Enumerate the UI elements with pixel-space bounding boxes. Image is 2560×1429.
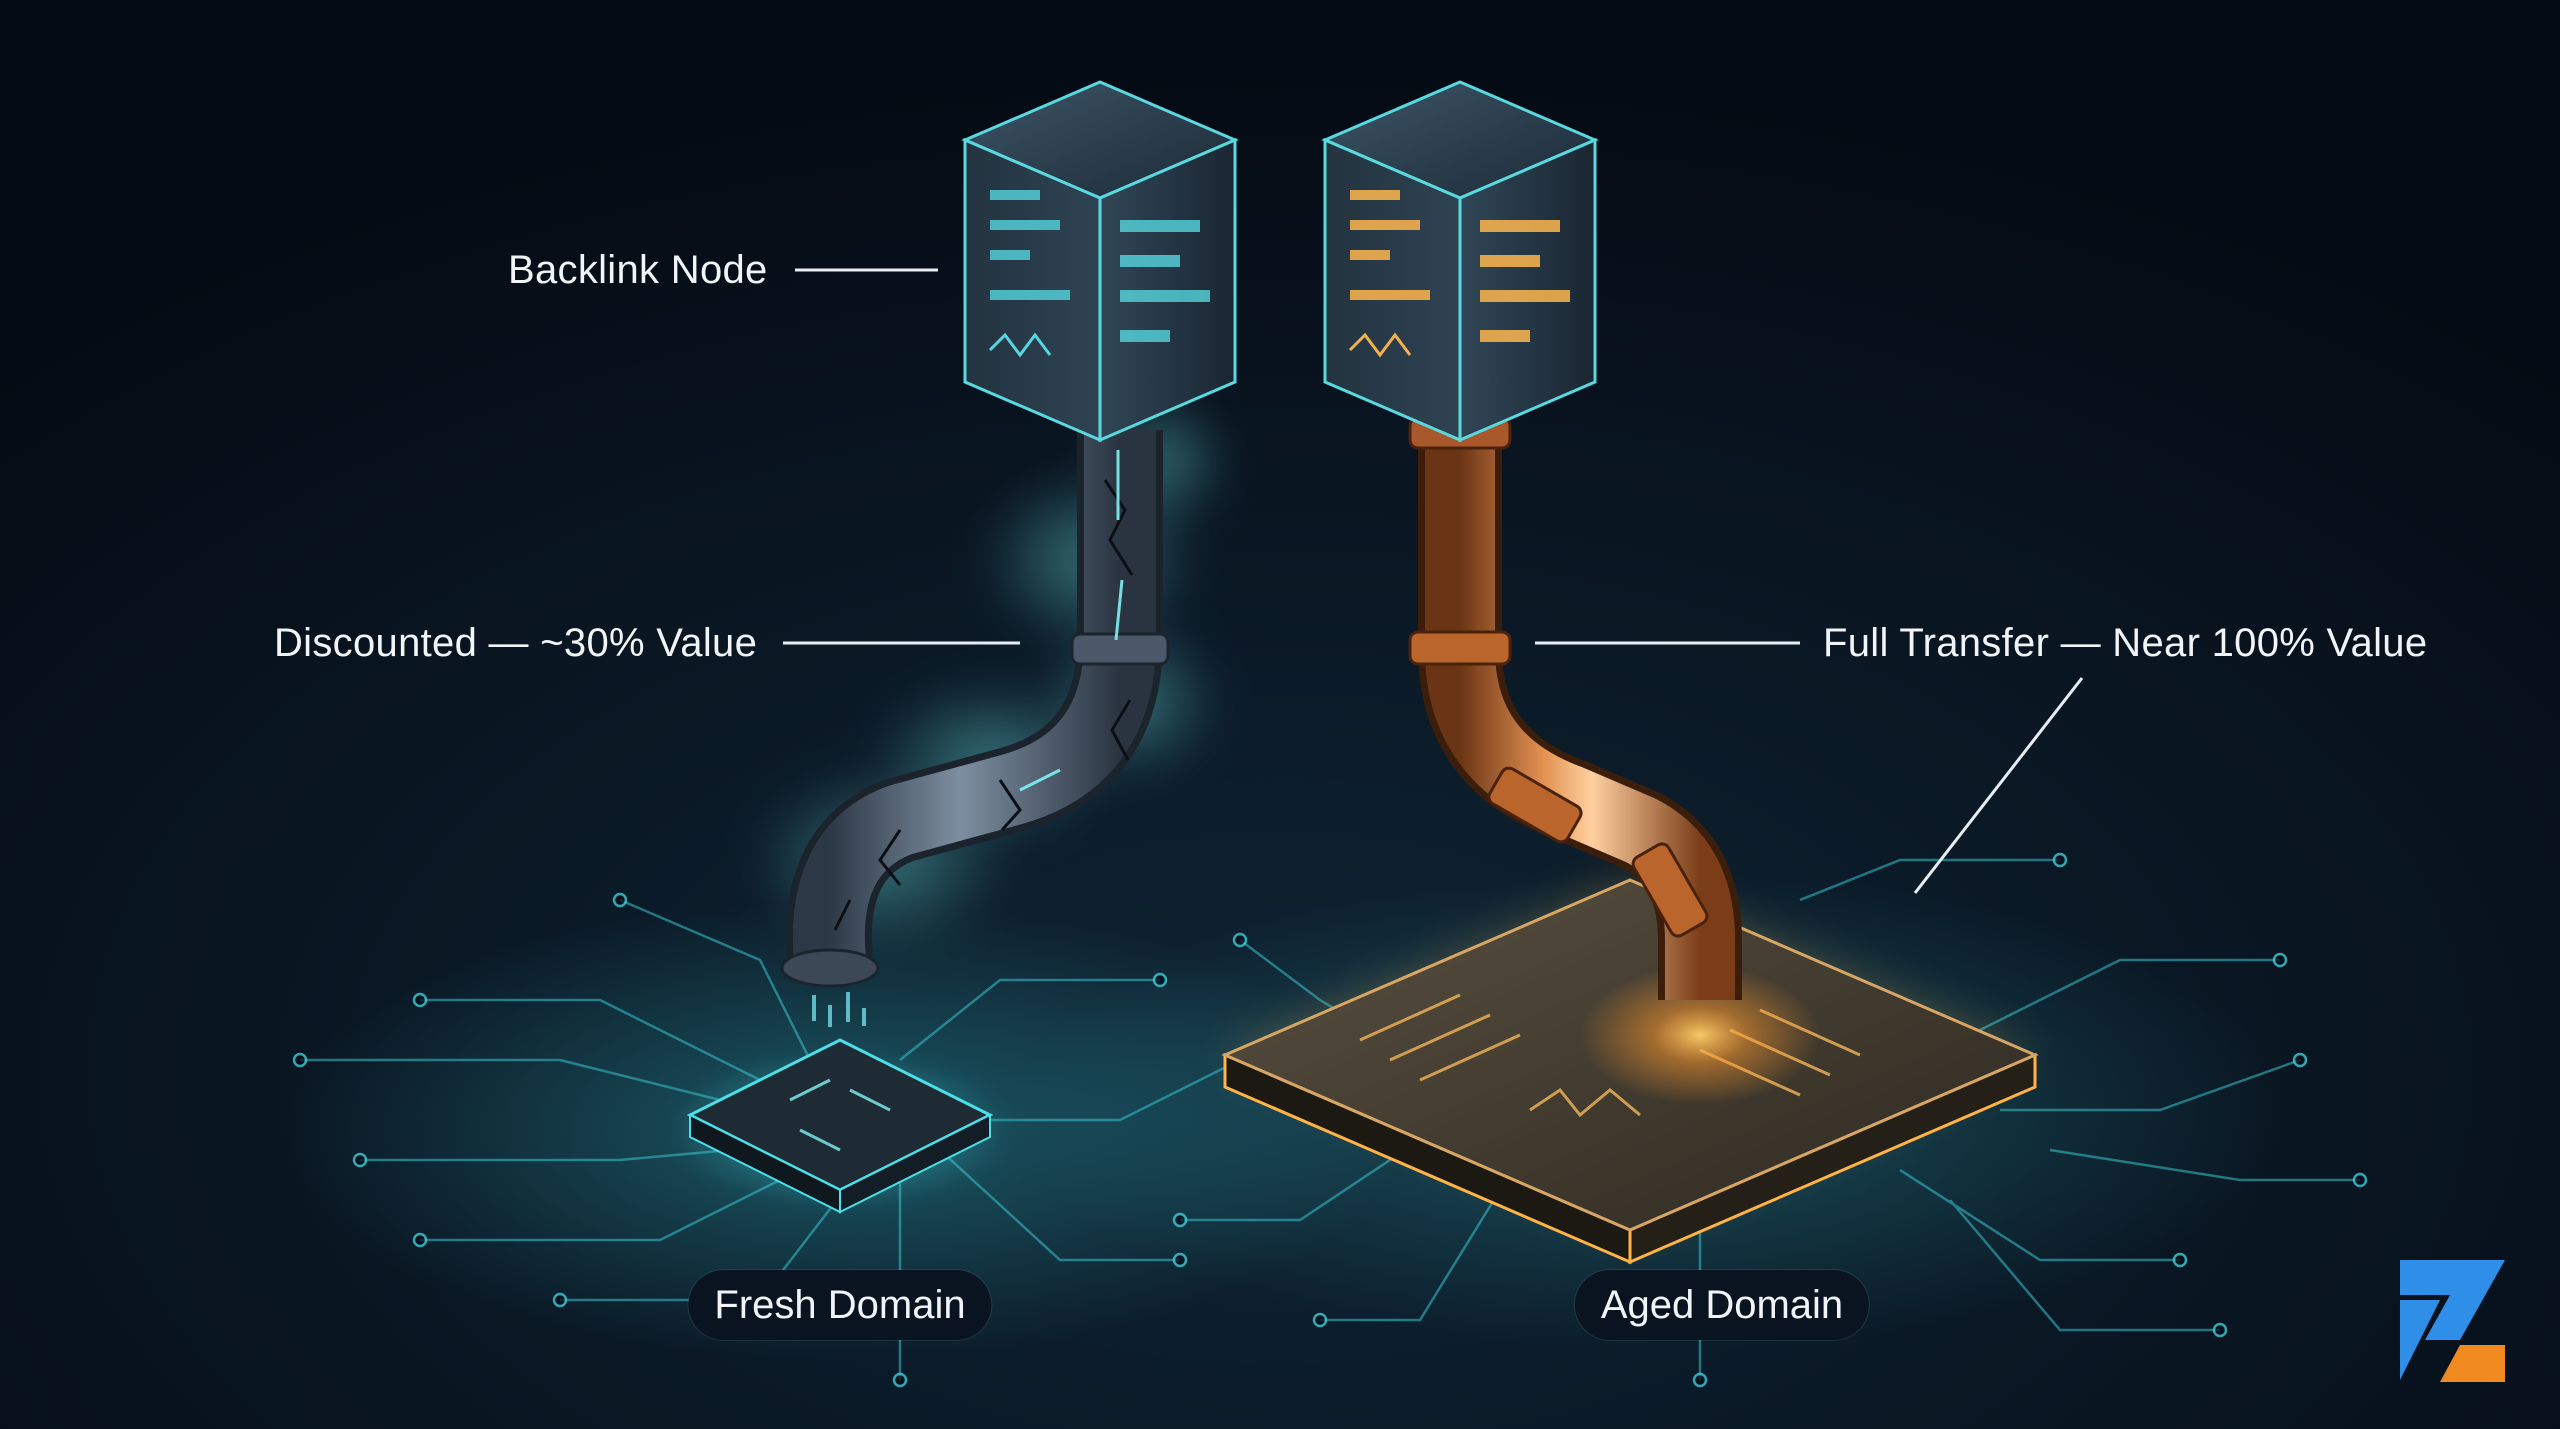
circuit-traces: [300, 858, 2360, 1380]
backlink-node-cube-left: [961, 80, 1239, 443]
brand-logo-icon: [2400, 1260, 2505, 1382]
discounted-label: Discounted — ~30% Value: [274, 621, 758, 665]
fresh-domain-chip: [670, 1038, 1010, 1214]
broken-pipe: [780, 430, 1170, 988]
leak-drips: [812, 992, 866, 1027]
aged-domain-label: Aged Domain: [1574, 1270, 1870, 1340]
backlink-node-label: Backlink Node: [508, 248, 768, 292]
leader-full-transfer-diagonal: [1913, 677, 2084, 894]
aged-domain-platform: [1221, 878, 2039, 1265]
circuit-nodes: [292, 852, 2368, 1388]
backlink-node-cube-right: [1321, 80, 1599, 443]
leader-lines: [783, 268, 2084, 894]
full-transfer-label: Full Transfer — Near 100% Value: [1823, 621, 2428, 665]
fresh-domain-label: Fresh Domain: [688, 1270, 992, 1340]
